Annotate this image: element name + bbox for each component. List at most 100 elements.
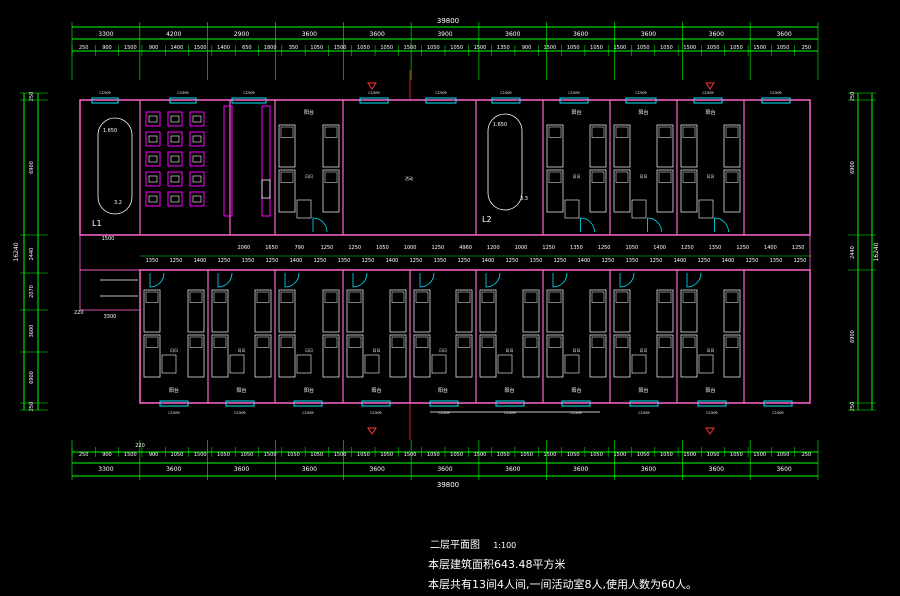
window	[91, 97, 119, 104]
window-code: C1509	[638, 411, 649, 415]
bed	[723, 334, 741, 378]
bed	[680, 334, 698, 378]
dim-corridor-upper-text: 1250	[321, 245, 334, 251]
bed	[613, 289, 631, 333]
bed	[680, 169, 698, 213]
stair-L2	[487, 113, 523, 211]
dim-bottom-sub-text: 1050	[217, 452, 230, 458]
window-code: C1509	[435, 91, 446, 95]
dim-bottom-sub-text: 1500	[474, 452, 487, 458]
dim-top-sub-text: 1050	[637, 45, 650, 51]
room-label-balcony: 阳台	[571, 109, 581, 116]
dim-top-sub-text: 1500	[194, 45, 207, 51]
dim-corridor-lower-text: 1250	[602, 258, 615, 264]
desk	[431, 354, 447, 374]
dim-top-sub-text: 900	[102, 45, 112, 51]
dim-bottom-span-text: 3600	[166, 466, 181, 473]
dim-top-span-text: 3600	[709, 31, 724, 38]
dim-bottom-sub-text: 1050	[380, 452, 393, 458]
bed-pillow	[145, 291, 159, 303]
desk	[161, 354, 177, 374]
dim-top-span-text: 3600	[641, 31, 656, 38]
bed-pillow	[457, 291, 471, 303]
window	[763, 400, 793, 407]
dim-corridor-lower-text: 1350	[146, 258, 159, 264]
dim-bottom-sub-text: 1050	[310, 452, 323, 458]
dim-bottom-sub-text: 1050	[777, 452, 790, 458]
dim-corridor-lower-text: 1250	[170, 258, 183, 264]
dim-bottom-span-text: 3600	[776, 466, 791, 473]
dim-bottom-span-text: 3600	[641, 466, 656, 473]
bed-pillow	[615, 171, 629, 183]
bed-pillow	[548, 126, 562, 138]
room-label-balcony: 阳台	[236, 387, 246, 394]
toilet-icon	[192, 135, 202, 143]
dim-corridor-upper-text: 1050	[625, 245, 638, 251]
bed	[479, 289, 497, 333]
desk	[296, 199, 312, 219]
bed-pillow	[591, 336, 605, 348]
bed	[322, 124, 340, 168]
sink-row	[261, 105, 271, 217]
dim-bottom-sub-text: 1050	[497, 452, 510, 458]
bed-pillow	[725, 336, 739, 348]
dim-top-sub-text: 1050	[450, 45, 463, 51]
dim-bottom-sub-text: 1050	[171, 452, 184, 458]
dim-corridor-lower-text: 1400	[386, 258, 399, 264]
bed	[254, 334, 272, 378]
dim-corridor-lower-text: 1250	[218, 258, 231, 264]
dim-top-sub-text: 1500	[334, 45, 347, 51]
room-label: ㄖㄖ	[170, 348, 178, 353]
window-code: C1509	[635, 91, 646, 95]
bed-pillow	[682, 291, 696, 303]
toilet-stall	[189, 131, 205, 147]
dim-bottom-sub-text: 1050	[287, 452, 300, 458]
door-swing	[686, 272, 702, 288]
window	[697, 400, 727, 407]
bed-pillow	[591, 171, 605, 183]
window	[495, 400, 525, 407]
room-label: ㄖㄖ	[640, 348, 648, 353]
dim-bottom-sub-text: 1500	[194, 452, 207, 458]
toilet-stall	[145, 151, 161, 167]
label-dim-1500: 1500	[102, 236, 115, 242]
dim-corridor-lower-text: 1250	[554, 258, 567, 264]
dim-left-text: 250	[29, 92, 35, 102]
dim-top-sub-text: 1050	[730, 45, 743, 51]
dim-top-sub-text: 900	[149, 45, 159, 51]
room-label-balcony: 阳台	[504, 387, 514, 394]
dim-corridor-upper-text: 1350	[570, 245, 583, 251]
label-level: 3.2	[114, 200, 122, 206]
bed	[656, 334, 674, 378]
window-code: C1509	[504, 411, 515, 415]
bed-pillow	[189, 336, 203, 348]
bed	[211, 334, 229, 378]
dim-corridor-upper-text: 1250	[598, 245, 611, 251]
dim-corridor-upper-text: 1050	[376, 245, 389, 251]
door-swing	[485, 272, 501, 288]
window	[293, 400, 323, 407]
window	[561, 400, 591, 407]
dim-top-span-text: 3300	[98, 31, 113, 38]
bed-pillow	[548, 336, 562, 348]
door-swing	[552, 272, 568, 288]
dim-bottom-span-text: 3300	[98, 466, 113, 473]
toilet-stall	[167, 111, 183, 127]
dim-right-text: 250	[850, 402, 856, 412]
dim-top-sub-text: 1500	[544, 45, 557, 51]
bed	[322, 334, 340, 378]
dim-left-text: 250	[29, 402, 35, 412]
window	[231, 97, 267, 104]
dim-bottom-sub-text: 1050	[637, 452, 650, 458]
window-code: C1509	[234, 411, 245, 415]
dim-top-sub-text: 1050	[660, 45, 673, 51]
room-label-balcony: 阳台	[169, 387, 179, 394]
bed-pillow	[391, 336, 405, 348]
wall-entry	[79, 269, 141, 311]
urinal-row	[223, 105, 233, 217]
bed-pillow	[658, 171, 672, 183]
window-code: C1509	[570, 411, 581, 415]
restroom-fixtures	[145, 105, 271, 217]
